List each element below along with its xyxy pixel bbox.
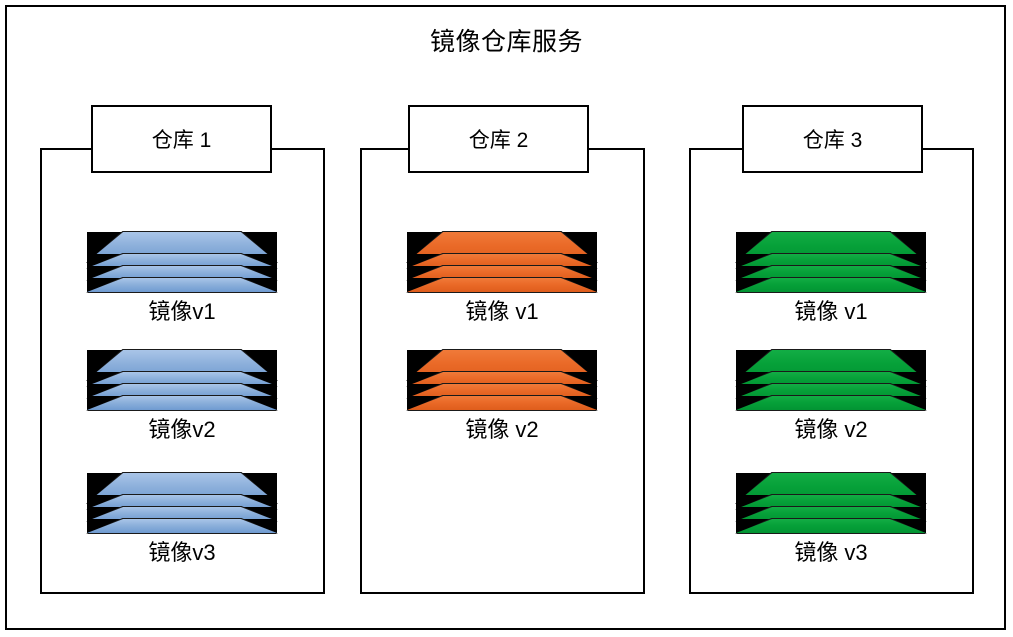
- image-caption: 镜像 v1: [794, 299, 868, 324]
- image-layer: [406, 383, 598, 399]
- image-layer: [735, 395, 927, 411]
- repository-label-box-3: 仓库 3: [742, 105, 923, 173]
- layer-stack-icon: [406, 349, 598, 411]
- image-stack-group: 镜像v2: [62, 349, 302, 442]
- image-stack-group: 镜像v1: [62, 231, 302, 324]
- image-stack-group: 镜像 v2: [382, 349, 622, 442]
- layer-stack-icon: [735, 349, 927, 411]
- layer-stack-icon: [86, 349, 278, 411]
- image-caption: 镜像 v2: [794, 417, 868, 442]
- image-layer: [86, 277, 278, 293]
- image-layer: [406, 277, 598, 293]
- diagram-title: 镜像仓库服务: [429, 28, 583, 56]
- image-caption: 镜像v2: [148, 417, 216, 442]
- image-caption: 镜像v1: [148, 299, 216, 324]
- layer-stack-icon: [406, 231, 598, 293]
- image-stack-group: 镜像 v1: [382, 231, 622, 324]
- layer-stack-icon: [735, 472, 927, 534]
- image-caption: 镜像v3: [148, 540, 216, 565]
- image-layer: [86, 518, 278, 534]
- layer-stack-icon: [86, 231, 278, 293]
- image-caption: 镜像 v3: [794, 540, 868, 565]
- repository-label-2: 仓库 2: [468, 129, 529, 152]
- repository-label-3: 仓库 3: [802, 129, 863, 152]
- layer-stack-icon: [735, 231, 927, 293]
- image-layer: [735, 277, 927, 293]
- image-layer: [86, 494, 278, 510]
- image-stack-group: 镜像v3: [62, 472, 302, 565]
- image-layer: [86, 395, 278, 411]
- layer-stack-icon: [86, 472, 278, 534]
- image-layer: [735, 506, 927, 522]
- image-caption: 镜像 v1: [465, 299, 539, 324]
- image-caption: 镜像 v2: [465, 417, 539, 442]
- image-layer: [406, 371, 598, 387]
- repository-label-1: 仓库 1: [151, 129, 212, 152]
- repository-label-box-1: 仓库 1: [91, 105, 272, 173]
- image-layer: [735, 349, 927, 381]
- image-layer: [735, 518, 927, 534]
- repository-label-box-2: 仓库 2: [408, 105, 589, 173]
- image-layer: [406, 395, 598, 411]
- image-stack-group: 镜像 v3: [711, 472, 951, 565]
- image-stack-group: 镜像 v2: [711, 349, 951, 442]
- image-stack-group: 镜像 v1: [711, 231, 951, 324]
